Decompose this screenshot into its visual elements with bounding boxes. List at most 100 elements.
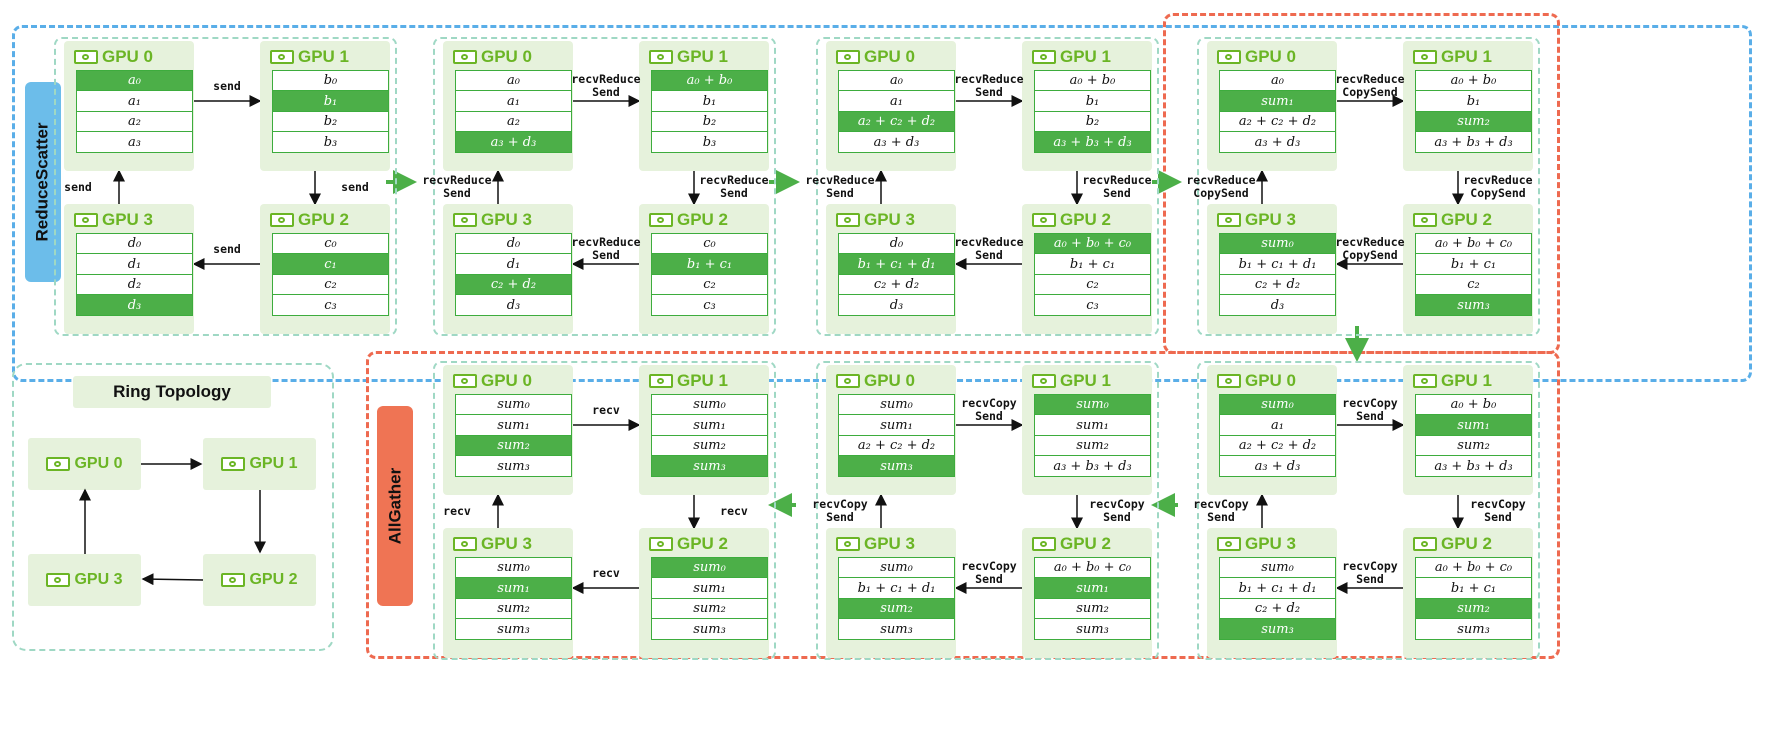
buffer-chunk: sum₂	[455, 597, 572, 620]
buffer-chunk: sum₁	[651, 577, 768, 599]
arrow-label: recvCopy Send	[961, 396, 1017, 423]
gpu-name: GPU 3	[1245, 210, 1297, 229]
buffer-chunk: b₂	[1034, 110, 1151, 133]
gpu-name: GPU 0	[864, 371, 916, 390]
buffer-chunk: a₂ + c₂ + d₂	[838, 434, 955, 457]
buffer-chunk: a₃ + d₃	[1219, 455, 1336, 477]
buffer-chunk: a₀ + b₀	[651, 69, 768, 92]
gpu-icon	[649, 213, 673, 227]
gpu-icon	[1032, 213, 1056, 227]
buffer-chunk: a₀ + b₀ + c₀	[1034, 556, 1151, 579]
buffer-chunk: sum₂	[1034, 434, 1151, 457]
arrow-label: recvReduce Send	[571, 235, 641, 262]
topology-gpu-0: GPU 0	[28, 438, 141, 490]
gpu-title: GPU 2	[1413, 210, 1492, 230]
gpu-title: GPU 0	[836, 47, 915, 67]
buffer-chunk: c₀	[651, 232, 768, 255]
gpu-title: GPU 1	[1413, 47, 1492, 67]
gpu-icon	[1413, 50, 1437, 64]
arrow-label: recvCopy Send	[1089, 497, 1145, 524]
gpu-name: GPU 2	[677, 210, 729, 229]
buffer-chunk: c₁	[272, 253, 389, 275]
buffer-chunk: d₃	[455, 294, 572, 316]
arrow-label: recvReduce CopySend	[1335, 72, 1405, 99]
phase-panel	[816, 37, 1159, 336]
buffer-chunk: sum₃	[1415, 618, 1532, 640]
buffer-chunk: sum₃	[1219, 618, 1336, 640]
gpu-title: GPU 1	[649, 47, 728, 67]
buffer-chunk: sum₃	[838, 455, 955, 477]
gpu-icon	[836, 537, 860, 551]
gpu-title: GPU 3	[453, 210, 532, 230]
gpu-title: GPU 2	[649, 210, 728, 230]
buffer-chunk: d₃	[1219, 294, 1336, 316]
topology-gpu-1: GPU 1	[203, 438, 316, 490]
gpu-title: GPU 2	[1032, 534, 1111, 554]
gpu-title: GPU 2	[1413, 534, 1492, 554]
buffer-chunk: b₁	[651, 90, 768, 112]
buffer-chunk: sum₃	[1034, 618, 1151, 640]
buffer-chunk: b₂	[272, 110, 389, 133]
gpu-name: GPU 3	[481, 210, 533, 229]
gpu-name: GPU 1	[1060, 47, 1112, 66]
buffer-chunk: sum₂	[1415, 110, 1532, 133]
arrow-label: recvReduce Send	[954, 235, 1024, 262]
buffer-chunk: b₁	[272, 90, 389, 112]
gpu-name: GPU 1	[1441, 371, 1493, 390]
arrow-label: recvReduce Send	[699, 173, 769, 200]
arrow-label: recvCopy Send	[1342, 396, 1398, 423]
buffer-chunk: b₁ + c₁	[1034, 253, 1151, 275]
buffer-chunk: c₂ + d₂	[455, 273, 572, 296]
arrow-label: recv	[592, 565, 620, 580]
gpu-name: GPU 3	[864, 534, 916, 553]
arrow-label: recvCopy Send	[1470, 497, 1526, 524]
buffer-chunk: a₃ + b₃ + d₃	[1415, 455, 1532, 477]
buffer-chunk: sum₁	[1415, 414, 1532, 436]
arrow-label: recvReduce Send	[805, 173, 875, 200]
arrow-label: recvReduce CopySend	[1335, 235, 1405, 262]
buffer-chunk: sum₁	[1034, 414, 1151, 436]
buffer-chunk: b₁ + c₁ + d₁	[838, 253, 955, 275]
arrow-label: recvReduce Send	[571, 72, 641, 99]
gpu-icon	[1217, 374, 1241, 388]
buffer-chunk: d₁	[76, 253, 193, 275]
buffer-chunk: a₃	[76, 131, 193, 153]
buffer-chunk: sum₃	[1415, 294, 1532, 316]
gpu-icon	[453, 50, 477, 64]
gpu-title: GPU 3	[453, 534, 532, 554]
ring-topology-title: Ring Topology	[73, 376, 271, 408]
gpu-icon	[46, 457, 71, 471]
gpu-title: GPU 2	[1032, 210, 1111, 230]
arrow-label: recv	[592, 402, 620, 417]
all-gather-label: AllGather	[377, 406, 413, 606]
all-gather-region-bottom	[366, 351, 1560, 659]
buffer-chunk: c₃	[1034, 294, 1151, 316]
buffer-chunk: d₃	[76, 294, 193, 316]
gpu-name: GPU 1	[677, 371, 729, 390]
buffer-chunk: b₁ + c₁	[1415, 577, 1532, 599]
arrow-label: recvReduce Send	[422, 173, 492, 200]
